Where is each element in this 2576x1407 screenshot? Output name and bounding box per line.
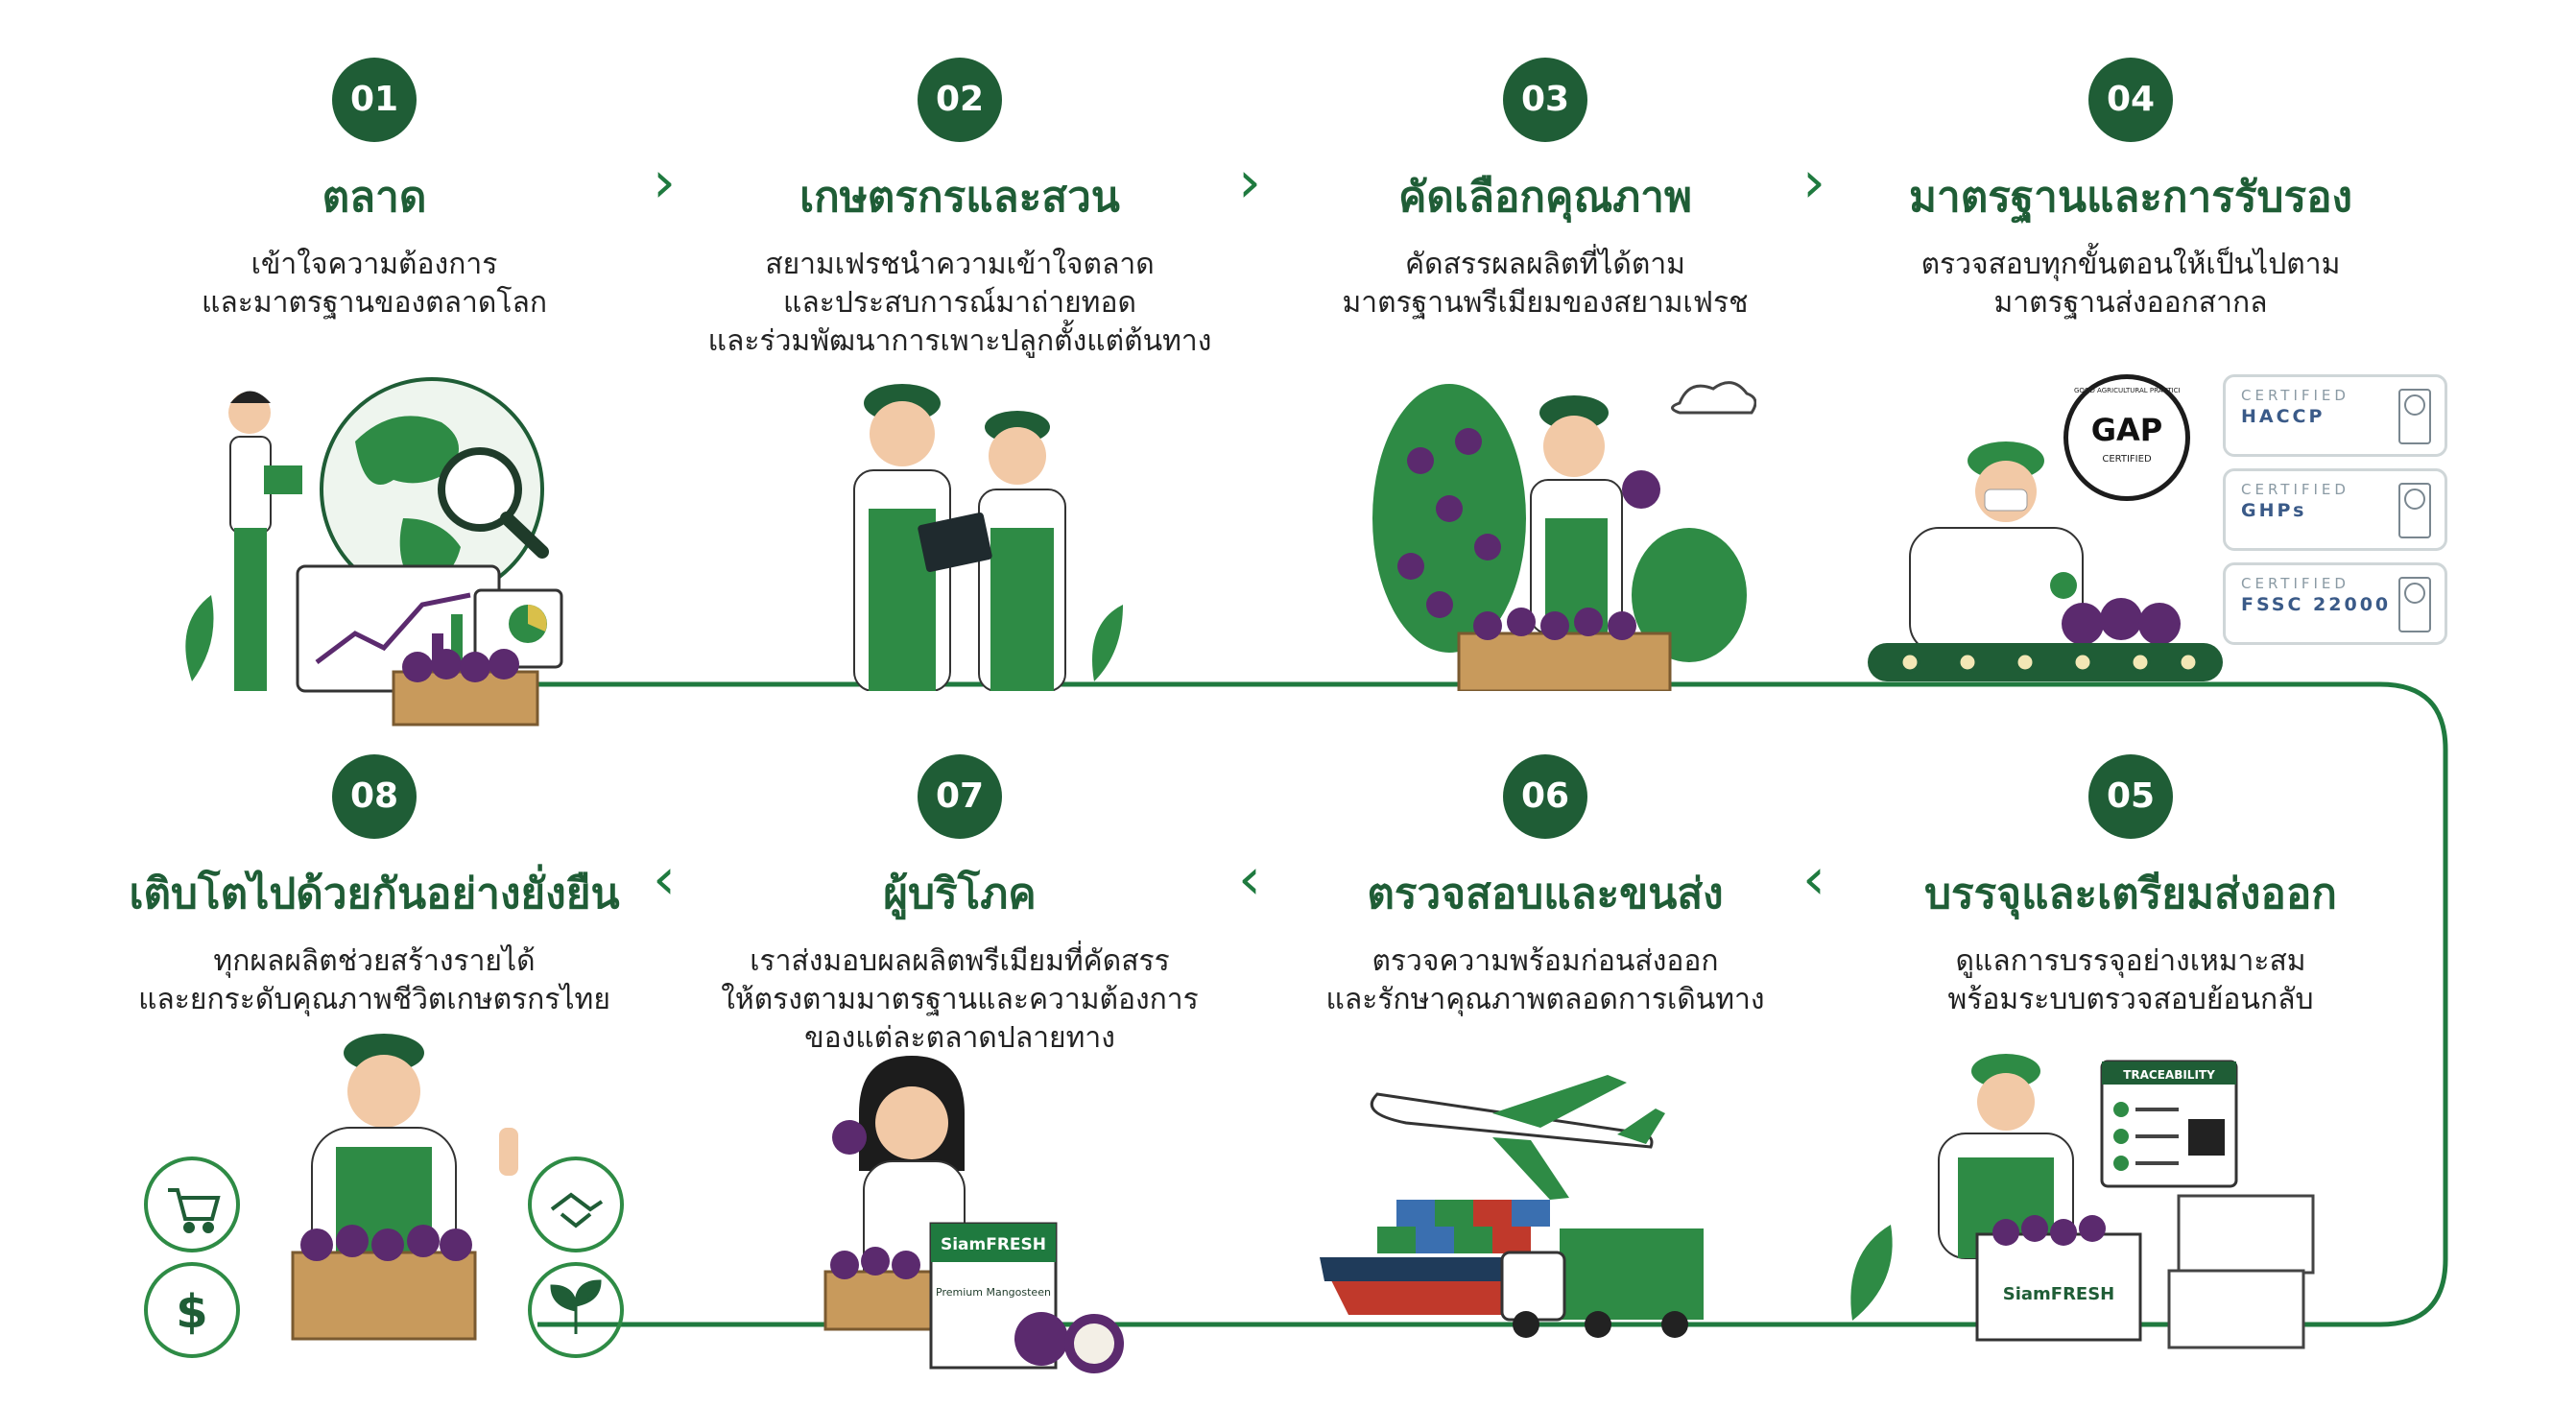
ghps-cert-card: CERTIFIED GHPs bbox=[2223, 468, 2447, 551]
step-number: 03 bbox=[1503, 58, 1587, 142]
step-number: 07 bbox=[918, 754, 1002, 839]
haccp-cert-card: CERTIFIED HACCP bbox=[2223, 374, 2447, 457]
sprout-icon bbox=[550, 1279, 602, 1334]
step-08: 08 เติบโตไปด้วยกันอย่างยั่งยืน ทุกผลผลิต… bbox=[67, 754, 681, 1019]
chevron-right-icon: › bbox=[653, 149, 676, 216]
product-box-brand: SiamFRESH bbox=[941, 1235, 1046, 1254]
gap-ring-text: GOOD AGRICULTURAL PRACTICES bbox=[2074, 387, 2180, 394]
farmers-illustration bbox=[853, 384, 1123, 691]
step-04: 04 มาตรฐานและการรับรอง ตรวจสอบทุกขั้นตอน… bbox=[1824, 58, 2438, 322]
step-description: ตรวจสอบทุกขั้นตอนให้เป็นไปตามมาตรฐานส่งอ… bbox=[1920, 248, 2341, 320]
chevron-left-icon: ‹ bbox=[1802, 846, 1825, 913]
traceability-label: TRACEABILITY bbox=[2123, 1068, 2215, 1082]
step-number: 08 bbox=[332, 754, 417, 839]
quality-selection-illustration bbox=[1372, 381, 1756, 691]
chevron-left-icon: ‹ bbox=[653, 846, 676, 913]
step-number: 02 bbox=[918, 58, 1002, 142]
gap-certified-seal: GOOD AGRICULTURAL PRACTICES GAP CERTIFIE… bbox=[2063, 374, 2190, 501]
bureau-veritas-icon bbox=[2398, 483, 2431, 538]
chevron-left-icon: ‹ bbox=[1238, 846, 1261, 913]
step-description: ทุกผลผลิตช่วยสร้างรายได้และยกระดับคุณภาพ… bbox=[138, 944, 610, 1016]
step-07: 07 ผู้บริโภค เราส่งมอบผลผลิตพรีเมียมที่ค… bbox=[653, 754, 1267, 1058]
inspection-illustration bbox=[1868, 441, 2223, 681]
step-title: เติบโตไปด้วยกันอย่างยั่งยืน bbox=[129, 870, 620, 918]
step-number: 01 bbox=[332, 58, 417, 142]
step-number: 04 bbox=[2088, 58, 2173, 142]
step-title: มาตรฐานและการรับรอง bbox=[1908, 173, 2353, 222]
handshake-icon bbox=[550, 1192, 604, 1228]
step-05: 05 บรรจุและเตรียมส่งออก ดูแลการบรรจุอย่า… bbox=[1824, 754, 2438, 1019]
dollar-icon: $ bbox=[176, 1285, 207, 1339]
step-title: ผู้บริโภค bbox=[883, 870, 1037, 918]
packing-box-brand: SiamFRESH bbox=[2003, 1284, 2115, 1304]
fssc-cert-card: CERTIFIED FSSC 22000 bbox=[2223, 562, 2447, 645]
step-02: 02 เกษตรกรและสวน สยามเฟรชนำความเข้าใจตลา… bbox=[653, 58, 1267, 361]
step-03: 03 คัดเลือกคุณภาพ คัดสรรผลผลิตที่ได้ตามม… bbox=[1238, 58, 1852, 322]
gap-sub-label: CERTIFIED bbox=[2102, 454, 2152, 465]
step-title: ตรวจสอบและขนส่ง bbox=[1367, 870, 1724, 918]
step-description: สยามเฟรชนำความเข้าใจตลาดและประสบการณ์มาถ… bbox=[707, 248, 1212, 358]
step-description: คัดสรรผลผลิตที่ได้ตามมาตรฐานพรีเมียมของส… bbox=[1342, 248, 1749, 320]
step-description: เข้าใจความต้องการและมาตรฐานของตลาดโลก bbox=[202, 248, 547, 320]
step-number: 05 bbox=[2088, 754, 2173, 839]
step-number: 06 bbox=[1503, 754, 1587, 839]
step-06: 06 ตรวจสอบและขนส่ง ตรวจความพร้อมก่อนส่งอ… bbox=[1238, 754, 1852, 1019]
chevron-right-icon: › bbox=[1238, 149, 1261, 216]
packing-illustration: SiamFRESH TRACEABILITY bbox=[1850, 1054, 2315, 1349]
transport-illustration bbox=[1320, 1075, 1704, 1338]
consumer-illustration: SiamFRESH Premium Mangosteen bbox=[823, 1056, 1124, 1373]
growth-illustration: $ bbox=[144, 1034, 624, 1358]
step-description: ตรวจความพร้อมก่อนส่งออกและรักษาคุณภาพตลอ… bbox=[1325, 944, 1765, 1016]
step-description: เราส่งมอบผลผลิตพรีเมียมที่คัดสรรให้ตรงตา… bbox=[721, 944, 1199, 1055]
chevron-right-icon: › bbox=[1802, 149, 1825, 216]
step-01: 01 ตลาด เข้าใจความต้องการและมาตรฐานของตล… bbox=[67, 58, 681, 322]
step-title: ตลาด bbox=[322, 173, 427, 222]
cart-icon bbox=[168, 1188, 221, 1233]
step-title: เกษตรกรและสวน bbox=[799, 173, 1120, 222]
bureau-veritas-icon bbox=[2398, 577, 2431, 632]
step-description: ดูแลการบรรจุอย่างเหมาะสมพร้อมระบบตรวจสอบ… bbox=[1947, 944, 2314, 1016]
market-illustration bbox=[185, 377, 563, 727]
step-title: คัดเลือกคุณภาพ bbox=[1397, 173, 1693, 222]
bureau-veritas-icon bbox=[2398, 389, 2431, 444]
gap-label: GAP bbox=[2090, 412, 2163, 448]
step-title: บรรจุและเตรียมส่งออก bbox=[1924, 870, 2337, 918]
product-box-label: Premium Mangosteen bbox=[936, 1286, 1051, 1299]
